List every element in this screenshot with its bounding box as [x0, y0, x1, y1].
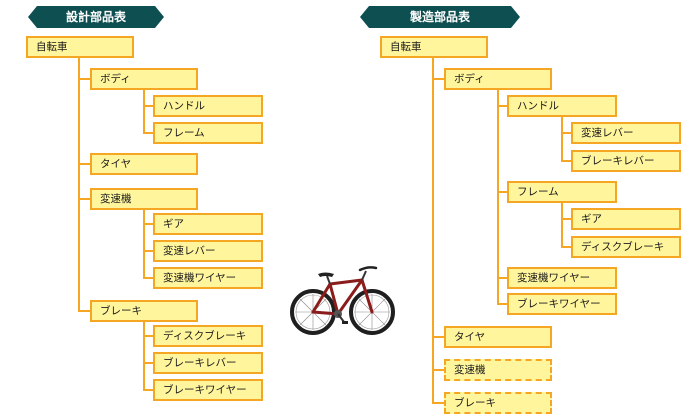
mfg-node-brake-wire[interactable]: ブレーキワイヤー — [507, 293, 617, 315]
design-node-tire[interactable]: タイヤ — [90, 153, 198, 175]
mfg-node-frame[interactable]: フレーム — [507, 181, 617, 203]
design-node-shift-lever[interactable]: 変速レバー — [153, 240, 263, 262]
mfg-node-gear[interactable]: ギア — [571, 208, 681, 230]
design-node-brake-lever[interactable]: ブレーキレバー — [153, 352, 263, 374]
design-node-disc-brake[interactable]: ディスクブレーキ — [153, 325, 263, 347]
design-node-frame[interactable]: フレーム — [153, 122, 263, 144]
mfg-node-brake[interactable]: ブレーキ — [444, 392, 552, 414]
mfg-node-shift-wire[interactable]: 変速機ワイヤー — [507, 267, 617, 289]
design-node-bicycle[interactable]: 自転車 — [26, 36, 134, 58]
mfg-node-shift-lever[interactable]: 変速レバー — [571, 122, 681, 144]
mfg-node-handle[interactable]: ハンドル — [507, 95, 617, 117]
mfg-node-transmission[interactable]: 変速機 — [444, 359, 552, 381]
design-node-shift-wire[interactable]: 変速機ワイヤー — [153, 267, 263, 289]
mfg-node-tire[interactable]: タイヤ — [444, 326, 552, 348]
design-node-brake-wire[interactable]: ブレーキワイヤー — [153, 379, 263, 401]
bicycle-icon — [290, 266, 395, 335]
manufacturing-bom-title: 製造部品表 — [360, 6, 520, 28]
design-bom-title: 設計部品表 — [28, 6, 164, 28]
design-node-body[interactable]: ボディ — [90, 68, 198, 90]
mfg-node-bicycle[interactable]: 自転車 — [380, 36, 488, 58]
mfg-node-brake-lever[interactable]: ブレーキレバー — [571, 150, 681, 172]
design-node-brake[interactable]: ブレーキ — [90, 300, 198, 322]
design-node-gear[interactable]: ギア — [153, 213, 263, 235]
design-node-transmission[interactable]: 変速機 — [90, 188, 198, 210]
mfg-node-disc-brake[interactable]: ディスクブレーキ — [571, 236, 681, 258]
mfg-node-body[interactable]: ボディ — [444, 68, 552, 90]
design-node-handle[interactable]: ハンドル — [153, 95, 263, 117]
